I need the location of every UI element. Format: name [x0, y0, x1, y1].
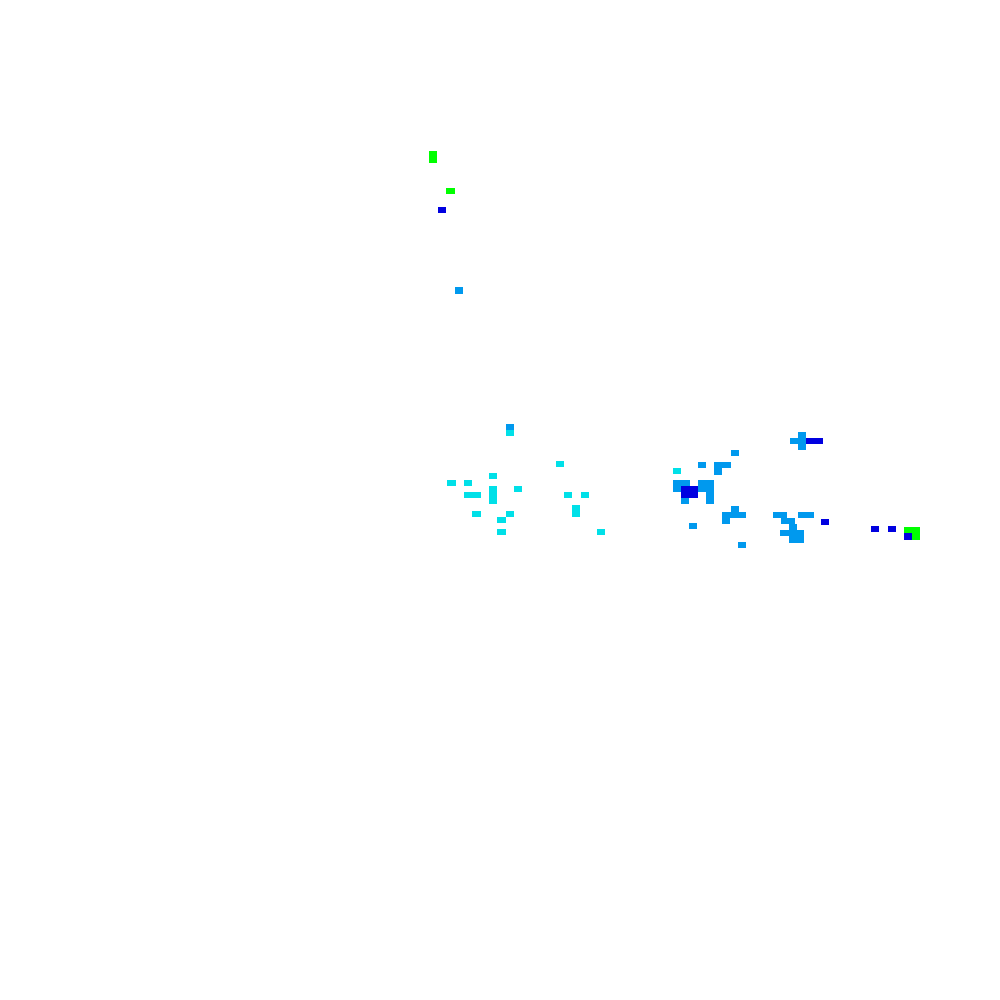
data-cell-green — [912, 533, 920, 540]
data-cell-sky — [798, 512, 814, 518]
data-cell-blue — [888, 526, 896, 532]
data-cell-blue — [438, 207, 446, 213]
data-cell-blue — [904, 533, 912, 540]
data-cell-green — [446, 188, 455, 194]
data-cell-sky — [455, 287, 463, 294]
data-cell-sky — [798, 432, 806, 438]
data-cell-sky — [689, 523, 697, 529]
data-cell-cyan — [556, 461, 564, 467]
data-cell-sky — [789, 524, 797, 530]
data-cell-cyan — [489, 473, 497, 479]
data-cell-blue — [681, 486, 698, 498]
data-cell-sky — [714, 462, 731, 468]
data-cell-sky — [706, 492, 714, 504]
data-cell-cyan — [447, 480, 456, 486]
data-cell-blue — [821, 519, 829, 525]
data-cell-sky — [798, 444, 806, 450]
data-cell-cyan — [472, 511, 481, 517]
data-cell-cyan — [497, 517, 506, 523]
data-cell-sky — [789, 530, 804, 543]
data-cell-cyan — [597, 529, 605, 535]
data-cell-sky — [722, 512, 746, 518]
data-cell-cyan — [514, 486, 522, 492]
data-cell-cyan — [489, 492, 497, 504]
data-cell-sky — [714, 468, 722, 475]
data-cell-sky — [722, 518, 730, 524]
data-cell-sky — [681, 498, 689, 504]
data-cell-sky — [731, 506, 739, 512]
data-cell-cyan — [506, 511, 514, 517]
data-cell-blue — [806, 438, 823, 444]
data-cell-cyan — [464, 492, 481, 498]
data-cell-sky — [506, 424, 514, 430]
data-cell-blue — [871, 526, 879, 532]
data-cell-cyan — [572, 505, 580, 517]
data-cell-cyan — [581, 492, 589, 498]
data-cell-cyan — [497, 529, 506, 535]
data-cell-sky — [781, 518, 795, 524]
data-cell-cyan — [464, 480, 472, 486]
data-cell-cyan — [564, 492, 572, 498]
data-cell-sky — [698, 462, 706, 468]
data-cell-sky — [698, 480, 714, 492]
data-cells-layer — [429, 151, 920, 548]
data-cell-cyan — [489, 486, 497, 492]
data-cell-green — [429, 151, 437, 163]
data-cell-cyan — [506, 430, 514, 436]
data-cell-sky — [790, 438, 806, 444]
data-cell-sky — [738, 542, 746, 548]
data-cell-sky — [731, 450, 739, 456]
data-cell-sky — [773, 512, 787, 518]
data-cell-cyan — [673, 468, 681, 474]
data-cell-sky — [780, 530, 789, 536]
data-cell-green — [904, 527, 920, 533]
